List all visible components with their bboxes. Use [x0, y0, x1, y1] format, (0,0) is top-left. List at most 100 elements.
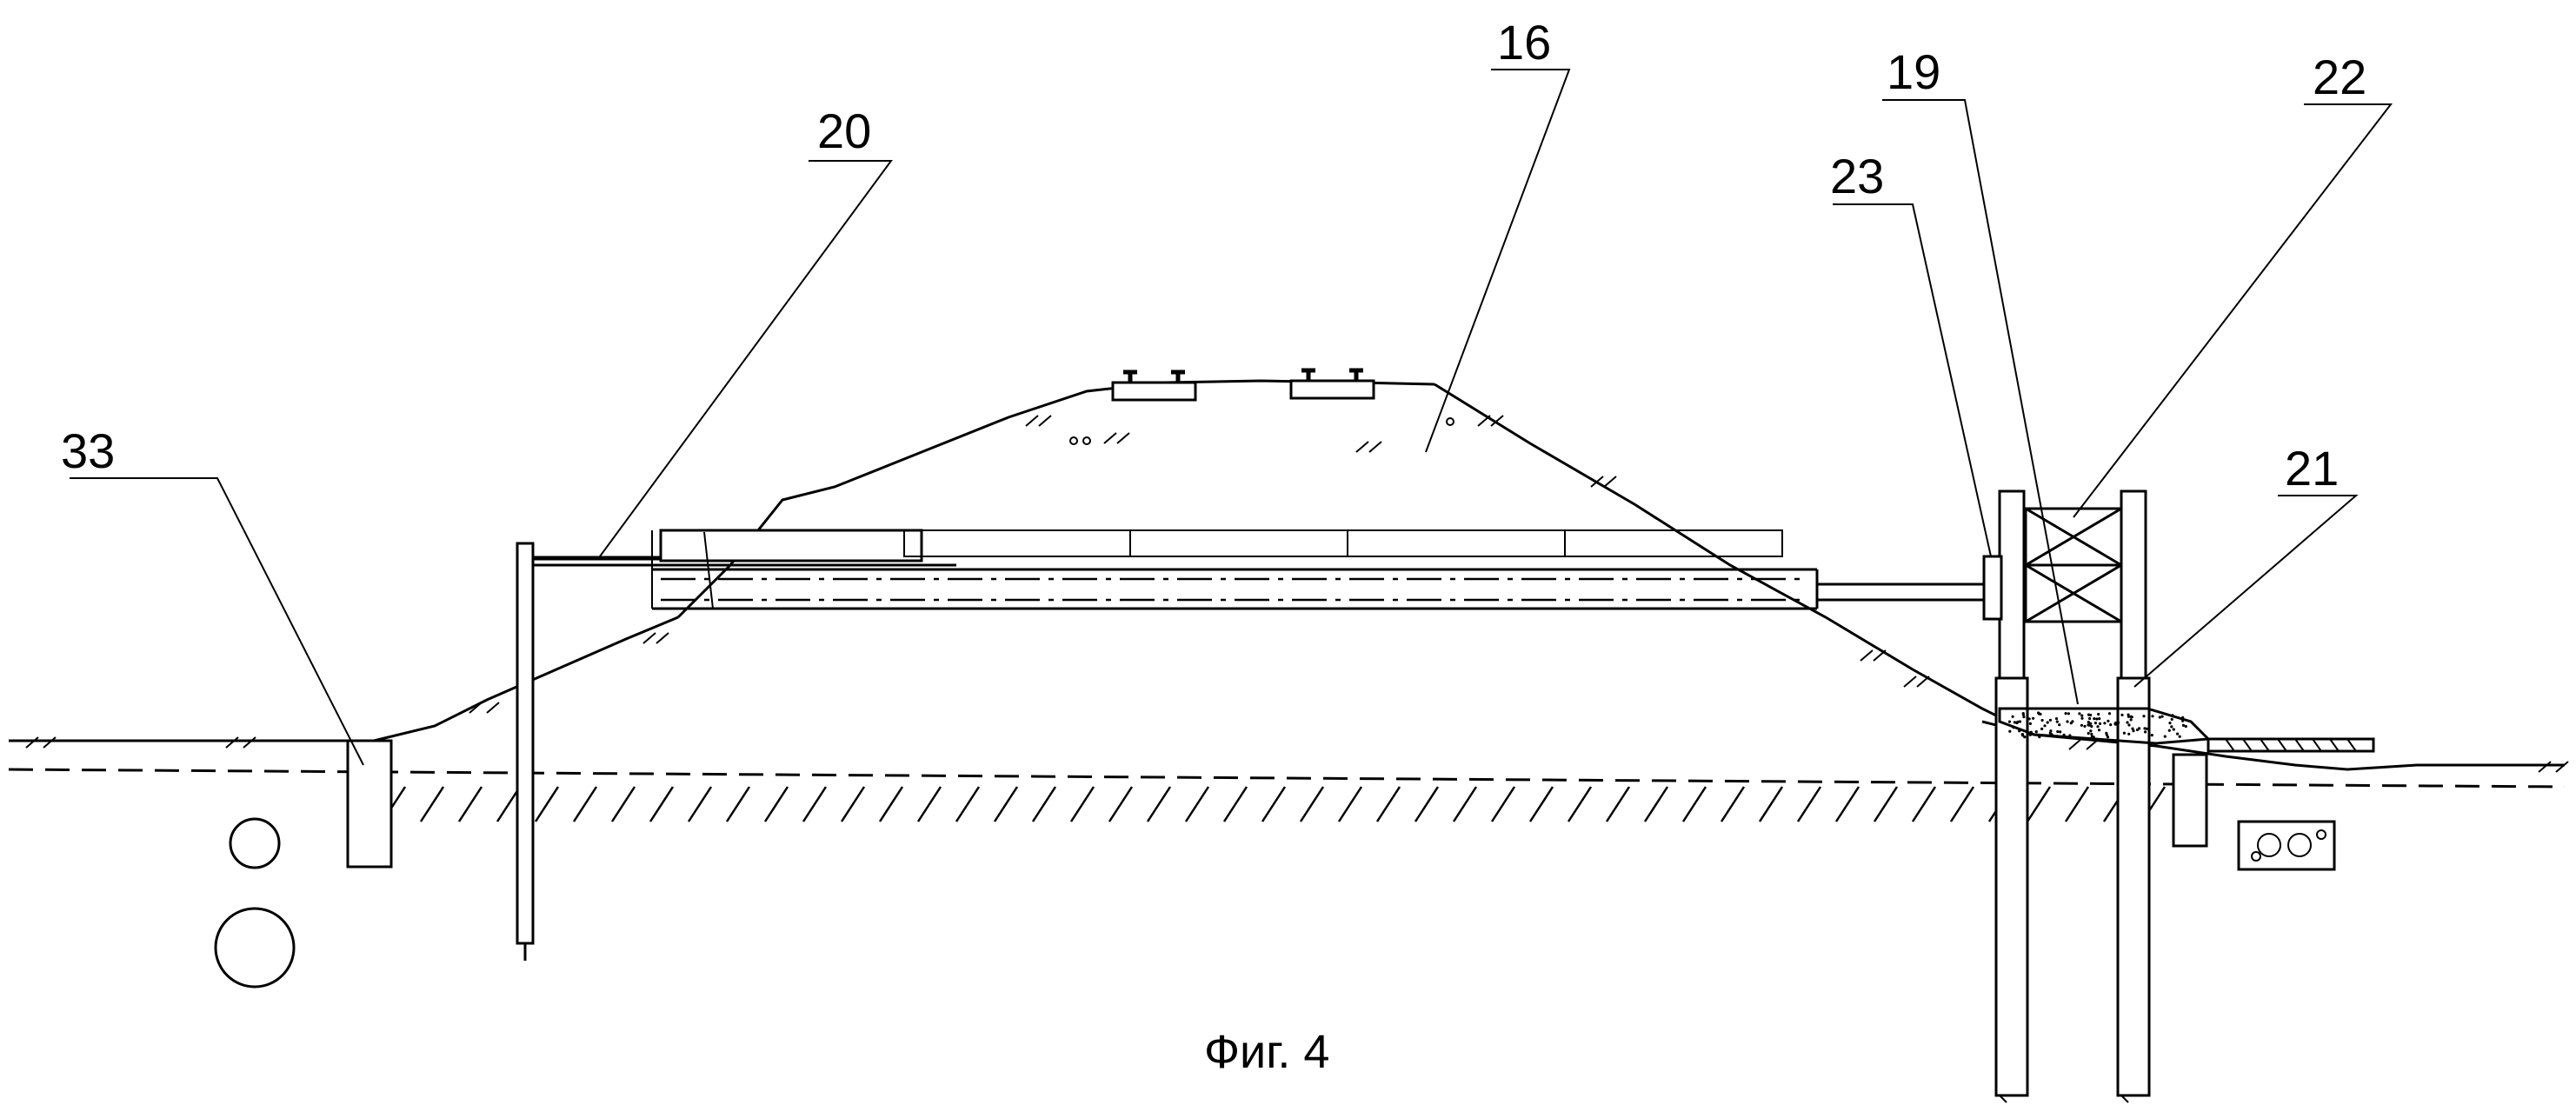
hatch-stroke — [878, 786, 904, 822]
gravel-dot — [2023, 736, 2027, 739]
hatch-stroke — [457, 786, 483, 822]
gravel-dot — [2132, 729, 2135, 733]
hatch-stroke — [1222, 786, 1248, 822]
gravel-dot — [2107, 712, 2112, 716]
gravel-dot — [2087, 721, 2090, 724]
gravel-dot — [2089, 729, 2093, 733]
gravel-dot — [2038, 736, 2041, 739]
gravel-dot — [2007, 720, 2012, 723]
hatch-stroke — [1605, 786, 1631, 822]
gravel-dot — [2028, 722, 2032, 726]
gravel-dot — [2096, 725, 2100, 729]
ground-surface — [9, 616, 2569, 773]
gravel-dot — [2143, 727, 2147, 730]
gravel-dot — [2127, 732, 2131, 736]
gravel-dot — [2168, 722, 2172, 725]
gravel-dot — [2127, 723, 2131, 727]
gravel-dot — [2172, 728, 2175, 731]
figure-caption: Фиг. 4 — [1204, 1026, 1329, 1078]
gravel-dot — [2029, 730, 2033, 734]
hatch-stroke — [725, 786, 751, 822]
gravel-dot — [2151, 715, 2154, 718]
gravel-dot — [2171, 714, 2174, 717]
gravel-dot — [2093, 722, 2097, 725]
hatch-stroke — [1758, 786, 1784, 822]
gravel-dot — [2018, 729, 2021, 733]
gravel-dot — [2087, 731, 2090, 736]
label-16: 16 — [1497, 15, 1551, 70]
right-blocks — [2172, 737, 2375, 871]
gravel-dot — [2069, 722, 2073, 725]
gravel-dot — [2043, 724, 2047, 728]
gravel-dot — [2028, 733, 2032, 736]
gravel-dot — [2160, 715, 2164, 718]
hatch-stroke — [2064, 786, 2090, 822]
gravel-dot — [2109, 723, 2113, 727]
gravel-dot — [2087, 723, 2090, 727]
foundation-hatch — [381, 786, 2167, 822]
left-sheet-pile — [516, 542, 535, 961]
hatch-stroke — [1528, 786, 1554, 822]
gravel-dot — [2167, 729, 2171, 732]
leader-lines — [70, 69, 2393, 766]
gravel-dot — [2150, 734, 2153, 737]
gravel-dot — [2106, 736, 2110, 739]
hatch-stroke — [1069, 786, 1095, 822]
gravel-dot — [2058, 723, 2061, 727]
hatch-stroke — [1873, 786, 1899, 822]
hatch-stroke — [1031, 786, 1057, 822]
hatch-stroke — [610, 786, 636, 822]
gravel-dot — [2062, 733, 2066, 737]
gravel-dot — [2144, 730, 2147, 734]
hatch-stroke — [1375, 786, 1401, 822]
hatch-stroke — [572, 786, 598, 822]
gravel-dot — [2013, 721, 2016, 724]
gravel-dot — [2040, 727, 2044, 731]
hatch-stroke — [763, 786, 789, 822]
hatch-stroke — [534, 786, 560, 822]
hatch-stroke — [1796, 786, 1822, 822]
gravel-dot — [2048, 731, 2052, 735]
gravel-dot — [2158, 716, 2161, 719]
gravel-dot — [2142, 715, 2146, 718]
hatch-stroke — [916, 786, 942, 822]
gravel-dot — [2126, 721, 2129, 724]
gravel-dot — [2181, 716, 2185, 719]
gravel-dot — [2016, 720, 2020, 723]
existing-pipe-large — [214, 907, 296, 989]
gravel-dot — [2170, 725, 2173, 729]
gravel-dot — [2178, 735, 2181, 738]
hatch-stroke — [1337, 786, 1363, 822]
label-19: 19 — [1887, 44, 1940, 99]
hatch-stroke — [1261, 786, 1287, 822]
hatch-stroke — [1299, 786, 1325, 822]
hatch-stroke — [1720, 786, 1746, 822]
gravel-dot — [2170, 717, 2173, 722]
gravel-dot — [2048, 718, 2052, 722]
hatch-stroke — [840, 786, 866, 822]
rail-track — [1111, 368, 1375, 402]
gravel-dot — [2059, 730, 2062, 734]
hatch-stroke — [1643, 786, 1669, 822]
gravel-dot — [2184, 724, 2187, 729]
gravel-dot — [2145, 727, 2148, 730]
gravel-dot — [2138, 727, 2141, 730]
hatch-stroke — [419, 786, 445, 822]
gravel-dot — [2008, 729, 2012, 733]
gravel-dot — [2095, 717, 2099, 721]
gravel-dot — [2027, 717, 2031, 721]
hatch-stroke — [1567, 786, 1593, 822]
hatch-stroke — [993, 786, 1019, 822]
label-23: 23 — [1830, 149, 1884, 203]
right-frame-structure — [1982, 489, 2151, 1103]
gravel-dot — [2011, 715, 2014, 718]
gravel-dot — [2093, 717, 2096, 721]
gravel-dot — [2090, 732, 2093, 736]
gravel-dot — [2107, 719, 2110, 722]
gravel-layer-19 — [1998, 707, 2212, 745]
gravel-dot — [2113, 722, 2117, 726]
gravel-dot — [2083, 724, 2087, 729]
casing-pipe-20 — [532, 529, 1993, 610]
hatch-stroke — [1911, 786, 1937, 822]
